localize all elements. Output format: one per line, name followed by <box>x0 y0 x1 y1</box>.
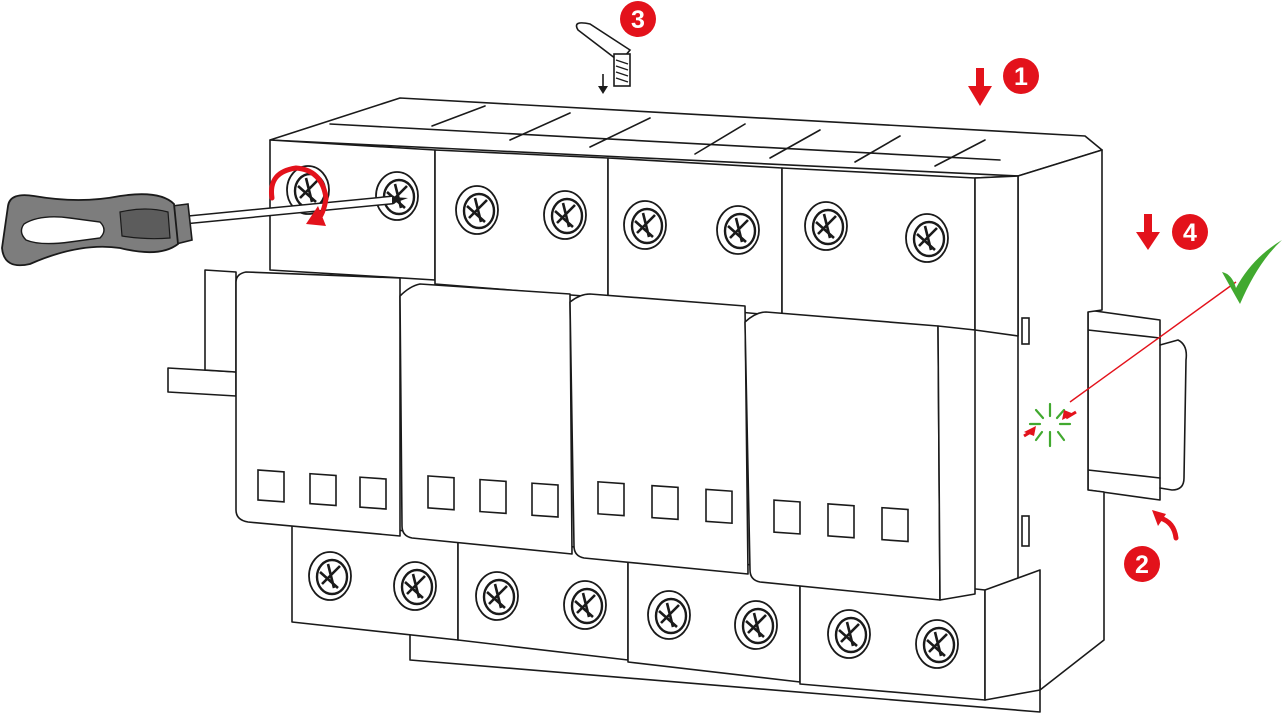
indicator-window <box>359 476 387 510</box>
indicator-window <box>309 472 337 507</box>
step-badge-2: 2 <box>1124 546 1160 582</box>
module-indicator-windows <box>257 469 909 543</box>
indicator-window <box>257 469 285 503</box>
checkmark-icon <box>1222 240 1282 304</box>
step-number: 3 <box>631 6 645 34</box>
side-slot <box>1021 317 1030 345</box>
indicator-window <box>479 478 507 515</box>
terminal-screw-icon <box>375 171 419 221</box>
indicator-window <box>427 475 455 511</box>
step-badge-3: 3 <box>620 1 656 37</box>
terminal-screw-icon <box>915 619 959 669</box>
module-1 <box>235 271 401 537</box>
terminal-screw-icon <box>804 201 848 251</box>
rotation-arrow-icon <box>269 165 329 226</box>
terminal-screw-icon <box>905 213 949 263</box>
indicator-window <box>651 484 679 521</box>
terminal-screw-icon <box>455 185 499 235</box>
module-3 <box>569 293 749 575</box>
down-arrow-icon <box>968 68 992 106</box>
step-badge-1: 1 <box>1003 58 1039 94</box>
rail-stub-left <box>167 269 237 397</box>
terminal-screw-icon <box>563 580 607 630</box>
screwdriver-icon <box>1 193 408 267</box>
step-number: 2 <box>1135 551 1149 579</box>
module-4 <box>744 311 941 601</box>
indicator-window <box>705 488 733 525</box>
terminal-screws <box>286 165 959 669</box>
indicator-window <box>773 499 801 535</box>
down-arrow-icon <box>1136 214 1160 250</box>
indicator-window <box>597 480 625 517</box>
step-number: 4 <box>1183 219 1197 247</box>
indicator-window <box>827 503 855 539</box>
terminal-screw-icon <box>543 190 587 240</box>
terminal-screw-icon <box>623 200 667 250</box>
terminal-screw-icon <box>716 205 760 255</box>
terminal-screw-icon <box>475 571 519 621</box>
terminal-screw-icon <box>734 600 778 650</box>
curved-arrow-icon <box>1152 510 1179 541</box>
indicator-window <box>531 482 559 518</box>
din-rail <box>1087 309 1188 501</box>
indicator-window <box>881 506 909 543</box>
cable-end-icon <box>575 22 632 94</box>
terminal-screw-icon <box>647 590 691 640</box>
terminal-screw-icon <box>308 551 352 601</box>
click-burst-icon <box>1023 402 1077 448</box>
pointer-line <box>1069 281 1237 403</box>
terminal-screw-icon <box>393 561 437 611</box>
device-top-surface <box>269 97 1103 177</box>
step-badge-4: 4 <box>1172 214 1208 250</box>
side-slot <box>1021 515 1030 547</box>
terminal-screw-icon <box>827 609 871 659</box>
step-number: 1 <box>1014 63 1028 91</box>
